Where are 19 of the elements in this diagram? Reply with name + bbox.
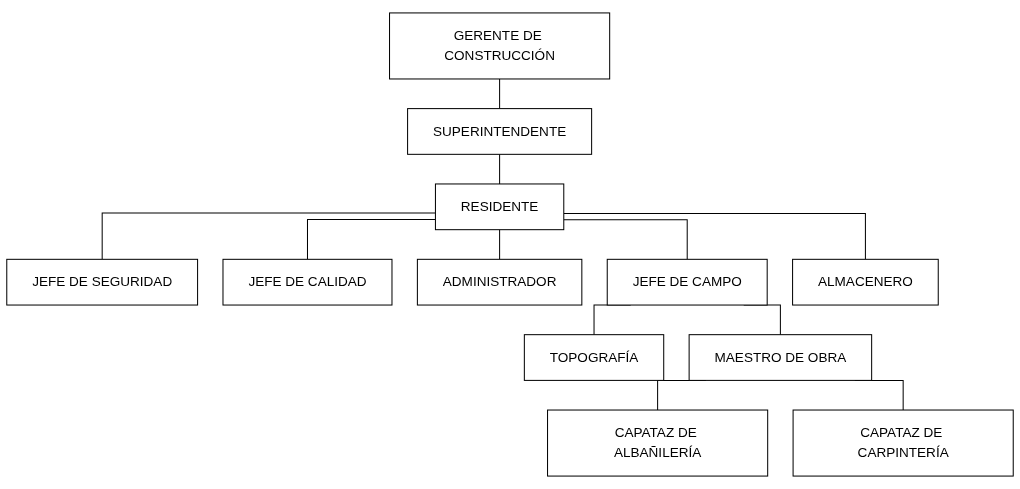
connector <box>499 229 501 260</box>
node-box: RESIDENTE <box>434 183 565 231</box>
node-box: ADMINISTRADOR <box>416 258 583 306</box>
connector <box>499 78 501 110</box>
connector <box>499 153 501 185</box>
node-box: JEFE DE CAMPO <box>606 258 768 306</box>
connector <box>563 212 866 260</box>
node-box: JEFE DE CALIDAD <box>222 258 393 306</box>
node-box: MAESTRO DE OBRA <box>688 334 873 381</box>
node-box: ALMACENERO <box>792 258 939 306</box>
node-box: TOPOGRAFÍA <box>523 334 665 381</box>
node-box: GERENTE DE CONSTRUCCIÓN <box>389 12 611 80</box>
node-box: SUPERINTENDENTE <box>407 108 593 155</box>
connector <box>101 212 436 260</box>
node-box: CAPATAZ DE ALBAÑILERÍA <box>547 409 769 477</box>
connector <box>306 218 436 260</box>
node-box: JEFE DE SEGURIDAD <box>6 258 199 306</box>
connector <box>563 219 688 260</box>
node-box: CAPATAZ DE CARPINTERÍA <box>792 409 1014 477</box>
